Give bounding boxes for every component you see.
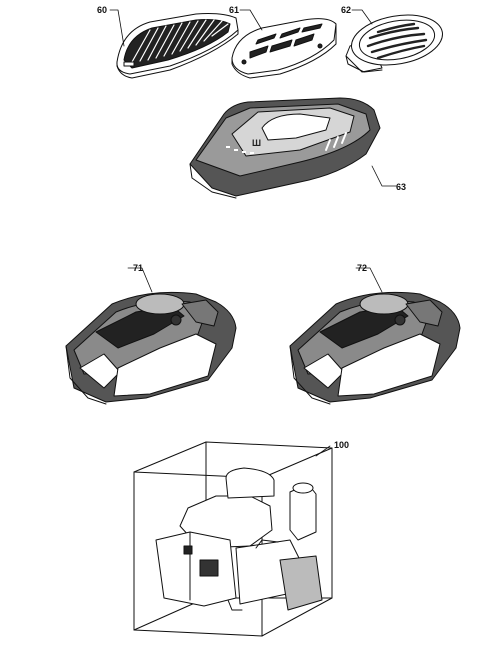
callout-71: 71 <box>133 263 144 273</box>
callout-63: 63 <box>396 182 407 192</box>
callout-60: 60 <box>97 5 108 15</box>
part-63-top-shroud: Ш <box>189 97 381 199</box>
part-60-ribbed-cover <box>116 13 239 79</box>
part-72-hood-cover <box>289 291 461 405</box>
leader-lines <box>109 9 397 457</box>
callout-72: 72 <box>357 263 368 273</box>
callout-62: 62 <box>341 5 352 15</box>
svg-text:Ш: Ш <box>252 138 261 148</box>
part-100-engine-assembly <box>133 441 333 637</box>
part-62-round-grille <box>345 14 443 73</box>
callout-100: 100 <box>334 440 350 450</box>
callout-61: 61 <box>229 5 240 15</box>
part-71-hood-cover <box>65 291 237 405</box>
part-61-slotted-cover <box>231 18 337 79</box>
